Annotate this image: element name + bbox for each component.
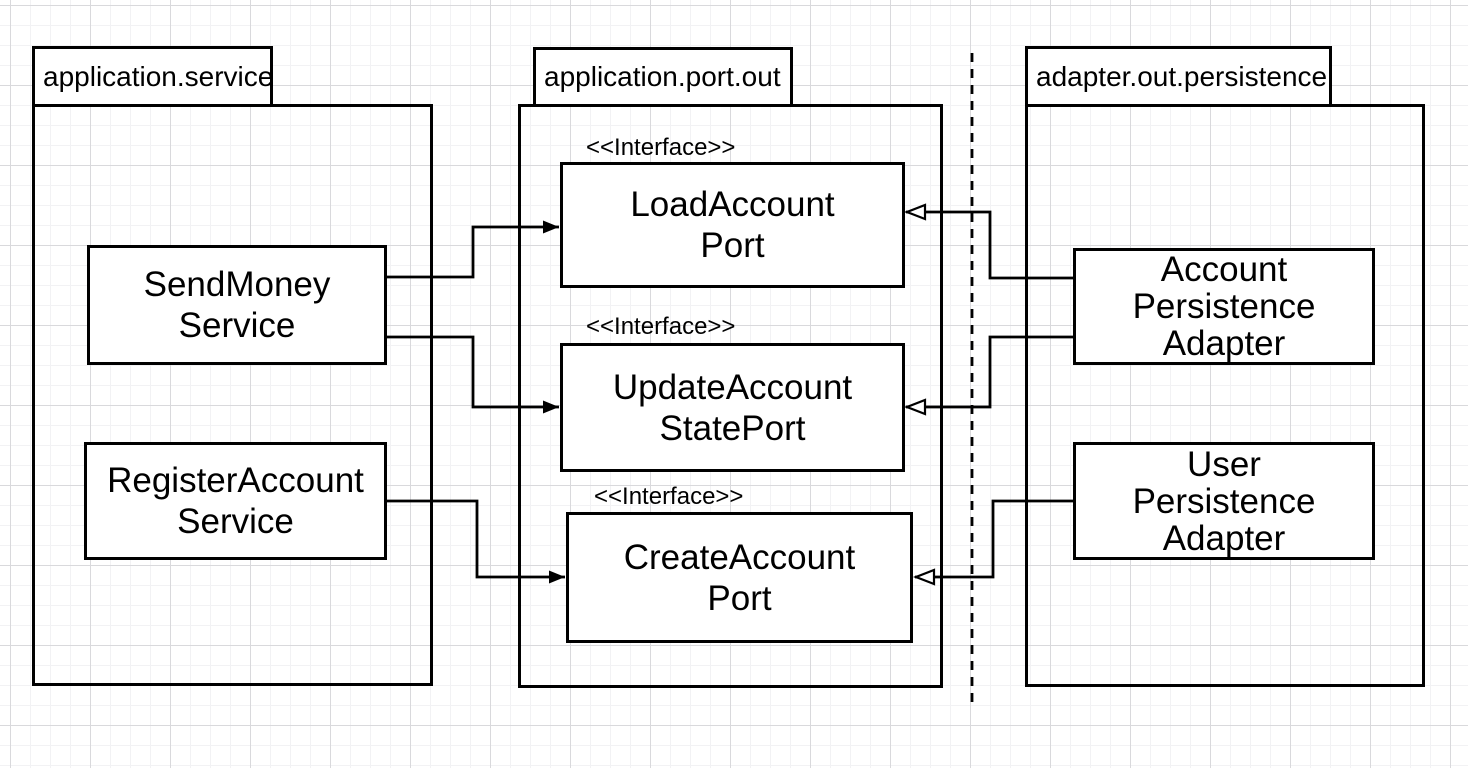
node-accountpersistenceadapter: Account Persistence Adapter bbox=[1073, 248, 1375, 365]
node-label-line: StatePort bbox=[659, 408, 806, 448]
edge-sendmoneyservice-updateaccountstateport bbox=[387, 335, 559, 414]
stereotype-label-updateaccountstateport: <<Interface>> bbox=[586, 313, 736, 340]
stereotype-label-createaccountport: <<Interface>> bbox=[594, 483, 744, 510]
package-tab-application-port-out: application.port.out bbox=[533, 47, 793, 107]
node-label-line: UpdateAccount bbox=[612, 367, 853, 407]
node-loadaccountport: LoadAccount Port bbox=[560, 162, 905, 288]
node-label-line: LoadAccount bbox=[630, 185, 835, 224]
node-label-line: Service bbox=[177, 502, 294, 541]
node-label-line: Service bbox=[178, 306, 296, 345]
edge-registeraccountservice-createaccountport bbox=[387, 499, 565, 584]
node-label-line: Adapter bbox=[1162, 518, 1286, 558]
node-label-line: Adapter bbox=[1162, 324, 1286, 363]
edge-userpersistenceadapter-createaccountport bbox=[912, 499, 1073, 586]
node-label-line: SendMoney bbox=[143, 265, 331, 304]
node-label-line: RegisterAccount bbox=[107, 461, 364, 500]
node-sendmoneyservice: SendMoney Service bbox=[87, 245, 387, 365]
node-label-line: User bbox=[1187, 444, 1261, 484]
edge-sendmoneyservice-loadaccountport bbox=[387, 220, 559, 279]
package-label-application-port-out: application.port.out bbox=[544, 61, 781, 92]
node-userpersistenceadapter: User Persistence Adapter bbox=[1073, 442, 1375, 560]
node-label-line: CreateAccount bbox=[623, 537, 856, 577]
edge-accountpersistenceadapter-loadaccountport bbox=[903, 203, 1073, 280]
package-label-application-service: application.service bbox=[43, 60, 274, 92]
node-label-line: Port bbox=[707, 578, 772, 618]
package-label-adapter-out-persistence: adapter.out.persistence bbox=[1036, 60, 1328, 92]
package-tab-adapter-out-persistence: adapter.out.persistence bbox=[1025, 46, 1332, 107]
node-label-line: Persistence bbox=[1132, 481, 1316, 521]
node-label-line: Persistence bbox=[1132, 287, 1316, 326]
node-registeraccountservice: RegisterAccount Service bbox=[84, 442, 387, 560]
node-createaccountport: CreateAccount Port bbox=[566, 512, 913, 643]
node-label-line: Port bbox=[700, 226, 765, 265]
edge-accountpersistenceadapter-updateaccountstateport bbox=[903, 335, 1073, 416]
node-updateaccountstateport: UpdateAccount StatePort bbox=[560, 343, 905, 472]
node-label-line: Account bbox=[1160, 250, 1288, 289]
package-tab-application-service: application.service bbox=[32, 46, 273, 107]
stereotype-label-loadaccountport: <<Interface>> bbox=[586, 134, 736, 161]
